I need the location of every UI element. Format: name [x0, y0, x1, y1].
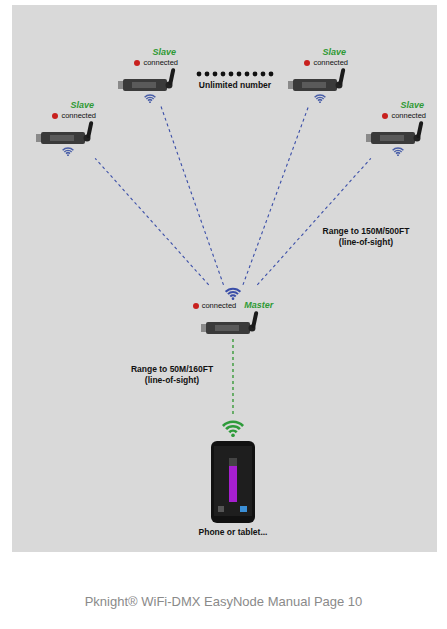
role-label: Slave — [70, 100, 94, 111]
slave-node: Slaveconnected — [364, 98, 432, 159]
wifi-symbol — [60, 147, 76, 157]
slave-node: Slaveconnected — [34, 98, 102, 159]
easynode-device — [366, 121, 430, 147]
range-label: Range to 150M/500FT (line-of-sight) — [316, 226, 416, 248]
slave-node: Slaveconnected — [286, 45, 354, 106]
status-led — [193, 303, 199, 309]
note-label: Unlimited number — [185, 80, 285, 91]
status-text: connected — [143, 58, 178, 68]
status-text: connected — [202, 301, 237, 311]
status-led — [52, 113, 58, 119]
status-led — [304, 60, 310, 66]
role-label: Slave — [400, 100, 424, 111]
wireless-link — [243, 105, 309, 285]
range-label: Range to 50M/160FT (line-of-sight) — [122, 364, 222, 386]
wireless-link — [257, 158, 371, 285]
slave-node: Slaveconnected — [116, 45, 184, 106]
device-label: Phone or tablet... — [199, 527, 268, 538]
phone-illustration — [210, 440, 256, 524]
ellipsis-dot — [229, 72, 234, 77]
status-row: connected — [382, 111, 426, 121]
easynode-device — [118, 68, 182, 94]
role-label: Slave — [322, 47, 346, 58]
wireless-link — [232, 339, 233, 416]
ellipsis-dot — [237, 72, 242, 77]
phone-node: Phone or tablet... — [197, 417, 270, 540]
easynode-device — [288, 68, 352, 94]
ellipsis-dot — [197, 72, 202, 77]
status-led — [134, 60, 140, 66]
status-row: connected — [193, 301, 237, 311]
wifi-symbol — [222, 287, 244, 300]
status-text: connected — [391, 111, 426, 121]
ellipsis-dot — [213, 72, 218, 77]
master-row: connected Master — [193, 300, 274, 311]
easynode-device — [201, 311, 265, 337]
ellipsis-dot — [221, 72, 226, 77]
wireless-link — [95, 158, 209, 285]
status-text: connected — [313, 58, 348, 68]
status-row: connected — [52, 111, 96, 121]
wireless-link — [161, 105, 224, 285]
master-node: connected Master — [191, 285, 276, 339]
ellipsis-dot — [261, 72, 266, 77]
status-row: connected — [134, 58, 178, 68]
wifi-symbol — [312, 94, 328, 104]
ellipsis-dot — [269, 72, 274, 77]
status-led — [382, 113, 388, 119]
ellipsis-dot — [253, 72, 258, 77]
wifi-symbol — [218, 419, 248, 437]
easynode-device — [36, 121, 100, 147]
caption: Pknight® WiFi-DMX EasyNode Manual Page 1… — [0, 594, 447, 609]
ellipsis-dot — [205, 72, 210, 77]
role-label: Slave — [152, 47, 176, 58]
status-text: connected — [61, 111, 96, 121]
wifi-symbol — [390, 147, 406, 157]
ellipsis-dot — [245, 72, 250, 77]
status-row: connected — [304, 58, 348, 68]
wifi-symbol — [142, 94, 158, 104]
role-label: Master — [244, 300, 273, 311]
